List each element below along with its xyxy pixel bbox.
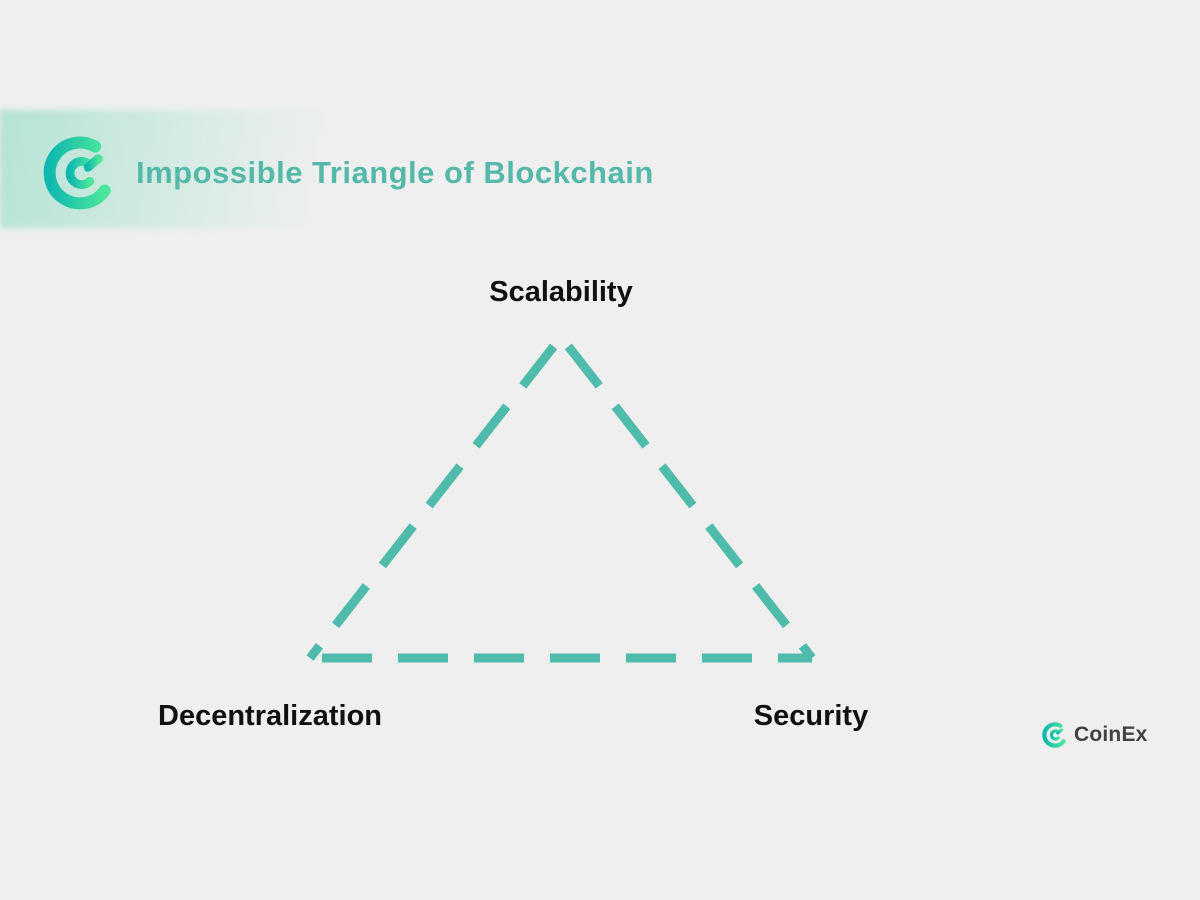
vertex-label-decentralization: Decentralization xyxy=(158,700,382,732)
coinex-logo-icon xyxy=(43,136,111,210)
logo-diagonal xyxy=(1056,728,1063,735)
coinex-logo-icon xyxy=(1042,722,1066,748)
vertex-label-security: Security xyxy=(753,700,869,732)
page-title: Impossible Triangle of Blockchain xyxy=(136,155,654,190)
brand-watermark: CoinEx xyxy=(1041,721,1148,749)
logo-inner-c xyxy=(65,157,95,189)
logo-outer-c xyxy=(1042,722,1066,748)
logo-diagonal xyxy=(83,154,103,172)
brand-name: CoinEx xyxy=(1074,723,1148,746)
triangle-edge-left xyxy=(306,334,565,661)
vertex-label-scalability: Scalability xyxy=(489,276,633,308)
logo-outer-c xyxy=(43,136,111,210)
triangle-edge-right xyxy=(557,334,816,661)
logo-inner-c xyxy=(1050,729,1061,741)
